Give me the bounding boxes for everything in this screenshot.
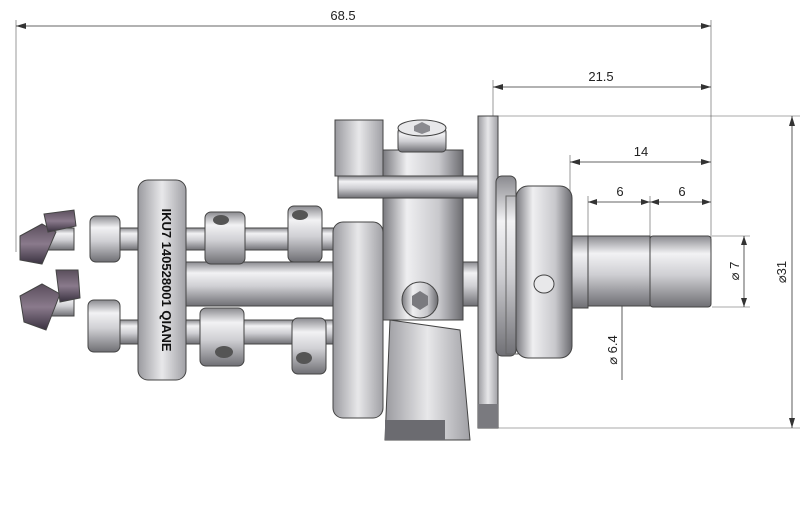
mounting-plate-bottom: [478, 404, 498, 428]
lower-tip: [19, 269, 81, 331]
shaft-diameter-value: ⌀ 6.4: [605, 335, 620, 365]
dimension-steps: 6 6: [587, 184, 711, 236]
dimension-flange-to-tip: 21.5: [492, 69, 711, 140]
flange-to-tip-value: 21.5: [588, 69, 613, 84]
spindle-housing: [515, 185, 573, 359]
front-socket-screw: [401, 281, 439, 319]
shaft-step-1: [571, 235, 589, 309]
dimension-overall-length: 68.5: [15, 8, 712, 252]
step-a-value: 6: [616, 184, 623, 199]
upper-collar-1: [89, 215, 121, 263]
top-square-block: [334, 119, 384, 177]
lower-collar-hole: [215, 346, 233, 358]
lower-bracket: [384, 319, 471, 441]
dimension-shaft-length: 14: [569, 144, 711, 240]
lower-bracket-foot: [385, 420, 445, 440]
body-cross-pin: [337, 175, 479, 199]
tip-diameter-value: ⌀ 7: [727, 262, 742, 281]
upper-tip: [19, 209, 77, 265]
upper-collar-hole: [213, 215, 229, 225]
flange-diameter-value: ⌀31: [774, 261, 789, 283]
upper-tip-cap: [19, 223, 57, 265]
upper-collar-3: [287, 205, 323, 263]
lower-tip-cap: [19, 283, 61, 331]
dimension-flange-diameter: ⌀31: [497, 115, 800, 429]
central-flange: [332, 221, 384, 419]
lower-collar-2: [199, 307, 245, 367]
overall-length-value: 68.5: [330, 8, 355, 23]
lower-collar-1: [87, 299, 121, 353]
lower-collar-3: [291, 317, 327, 375]
dimension-tip-diameter: ⌀ 7: [712, 235, 750, 308]
upper-collar-2: [204, 211, 246, 265]
step-b-value: 6: [678, 184, 685, 199]
part-illustration: IKU7 140528001 QIANE: [19, 115, 712, 441]
shaft-step-2: [587, 235, 651, 307]
shaft-tip: [649, 235, 712, 308]
mounting-plate: [477, 115, 499, 429]
marked-disc: [137, 179, 187, 381]
housing-hole: [533, 274, 555, 294]
upper-collar-3-hole: [292, 210, 308, 220]
lower-collar-3-hole: [296, 352, 312, 364]
shaft-length-value: 14: [634, 144, 648, 159]
top-socket-screw: [397, 119, 447, 153]
part-marking: IKU7 140528001 QIANE: [159, 208, 174, 351]
